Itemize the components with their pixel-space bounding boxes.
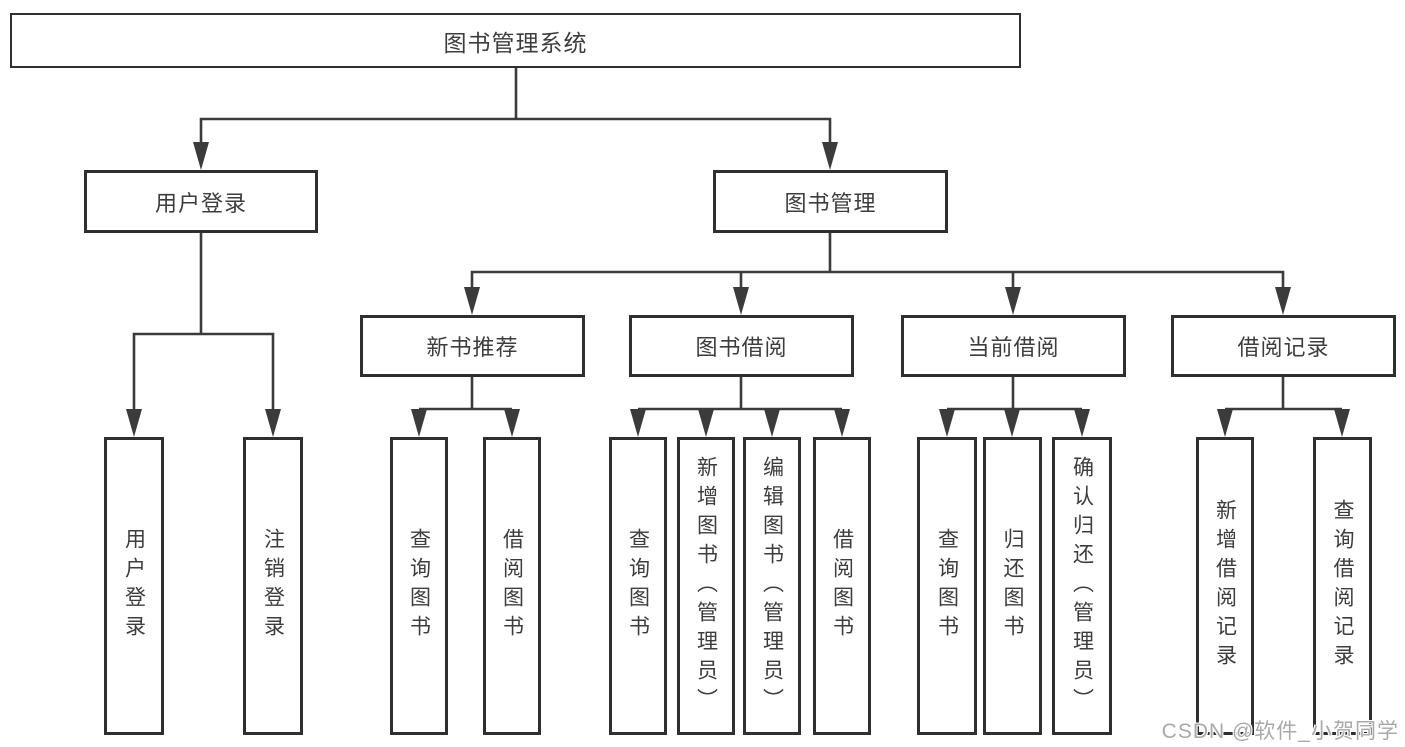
node-query-borrow-record: 查询借阅记录 <box>1313 437 1372 735</box>
node-current-borrowing-label: 当前借阅 <box>967 335 1060 360</box>
node-user-login-label: 用户登录 <box>154 190 247 216</box>
node-query-borrow-record-label: 查询借阅记录 <box>1331 499 1355 673</box>
node-root-label: 图书管理系统 <box>443 29 588 56</box>
node-borrow-books-leaf: 借阅图书 <box>813 437 871 735</box>
node-add-borrow-record: 新增借阅记录 <box>1196 437 1254 735</box>
node-return-books-label: 归还图书 <box>1001 528 1025 644</box>
node-add-borrow-record-label: 新增借阅记录 <box>1213 499 1237 673</box>
node-book-borrowing-label: 图书借阅 <box>695 335 788 360</box>
node-current-borrowing: 当前借阅 <box>901 315 1126 377</box>
node-borrow-query-books-label: 查询图书 <box>626 528 650 644</box>
node-book-management: 图书管理 <box>713 170 948 233</box>
node-logout-label: 注销登录 <box>261 528 285 644</box>
node-current-query-books-label: 查询图书 <box>935 528 959 644</box>
node-root: 图书管理系统 <box>10 13 1021 68</box>
node-new-book-recommend-label: 新书推荐 <box>426 335 519 360</box>
node-confirm-return-admin-label: 确认归还（管理员） <box>1070 455 1094 717</box>
node-edit-books-admin-label: 编辑图书（管理员） <box>760 455 784 717</box>
node-recommend-query-books: 查询图书 <box>390 437 448 735</box>
node-logout: 注销登录 <box>243 437 303 735</box>
node-user-login: 用户登录 <box>84 170 318 233</box>
node-book-management-label: 图书管理 <box>784 190 877 216</box>
node-borrowing-records: 借阅记录 <box>1171 315 1396 377</box>
node-current-query-books: 查询图书 <box>917 437 977 735</box>
node-borrow-query-books: 查询图书 <box>609 437 667 735</box>
node-borrow-books-leaf-label: 借阅图书 <box>830 528 854 644</box>
arrowheads <box>126 142 1350 437</box>
node-recommend-borrow-books: 借阅图书 <box>483 437 541 735</box>
node-add-books-admin-label: 新增图书（管理员） <box>694 455 718 717</box>
node-book-borrowing: 图书借阅 <box>629 315 854 377</box>
node-recommend-query-books-label: 查询图书 <box>407 528 431 644</box>
node-borrowing-records-label: 借阅记录 <box>1237 335 1330 360</box>
node-return-books: 归还图书 <box>983 437 1042 735</box>
node-recommend-borrow-books-label: 借阅图书 <box>500 528 524 644</box>
node-confirm-return-admin: 确认归还（管理员） <box>1052 437 1112 735</box>
node-new-book-recommend: 新书推荐 <box>360 315 585 377</box>
node-user-login-leaf-label: 用户登录 <box>122 528 146 644</box>
node-add-books-admin: 新增图书（管理员） <box>677 437 735 735</box>
node-user-login-leaf: 用户登录 <box>104 437 164 735</box>
node-edit-books-admin: 编辑图书（管理员） <box>743 437 801 735</box>
